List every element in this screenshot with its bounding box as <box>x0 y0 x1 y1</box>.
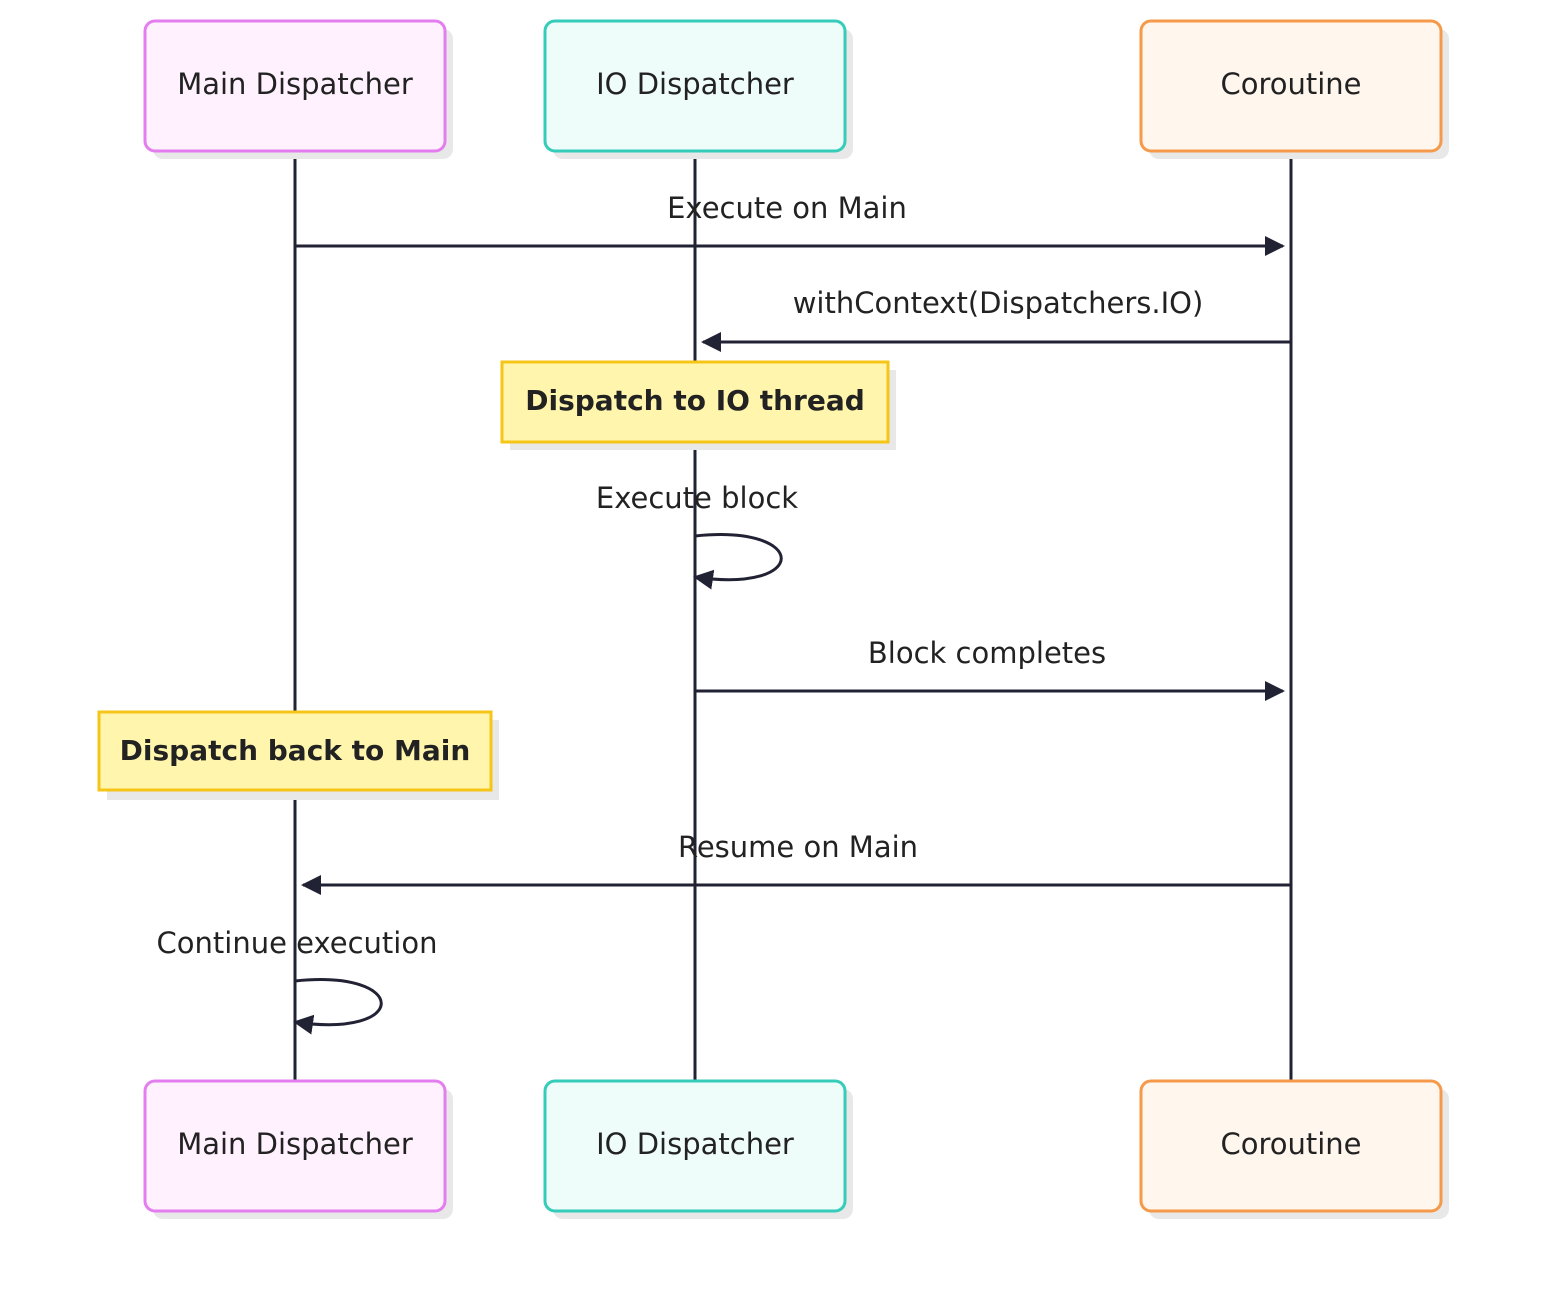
actor-io-dispatcher-top: IO Dispatcher <box>543 19 853 159</box>
message-block-completes: Block completes <box>695 636 1285 701</box>
note-dispatch-to-io-thread: Dispatch to IO thread <box>500 360 896 450</box>
note-label: Dispatch to IO thread <box>525 384 865 417</box>
message-label: Execute block <box>596 481 798 515</box>
actor-coroutine-top: Coroutine <box>1139 19 1449 159</box>
actor-label: IO Dispatcher <box>596 1127 794 1161</box>
actor-label: Coroutine <box>1220 67 1361 101</box>
message-with-context: withContext(Dispatchers.IO) <box>701 286 1291 352</box>
message-label: Execute on Main <box>667 191 907 225</box>
actor-main-dispatcher-bottom: Main Dispatcher <box>143 1079 453 1219</box>
message-label: Resume on Main <box>678 830 918 864</box>
actor-main-dispatcher-top: Main Dispatcher <box>143 19 453 159</box>
actor-label: IO Dispatcher <box>596 67 794 101</box>
actor-label: Coroutine <box>1220 1127 1361 1161</box>
message-continue-execution: Continue execution <box>157 926 438 1035</box>
message-execute-block: Execute block <box>596 481 798 590</box>
message-execute-on-main: Execute on Main <box>295 191 1285 256</box>
actor-io-dispatcher-bottom: IO Dispatcher <box>543 1079 853 1219</box>
actor-coroutine-bottom: Coroutine <box>1139 1079 1449 1219</box>
message-label: Continue execution <box>157 926 438 960</box>
message-label: withContext(Dispatchers.IO) <box>793 286 1204 320</box>
message-resume-on-main: Resume on Main <box>301 830 1291 895</box>
actor-label: Main Dispatcher <box>177 67 413 101</box>
note-label: Dispatch back to Main <box>120 734 471 767</box>
actor-label: Main Dispatcher <box>177 1127 413 1161</box>
note-dispatch-back-to-main: Dispatch back to Main <box>97 710 499 800</box>
self-loop-arrow <box>693 533 783 590</box>
self-loop-arrow <box>293 978 383 1035</box>
message-label: Block completes <box>868 636 1106 670</box>
